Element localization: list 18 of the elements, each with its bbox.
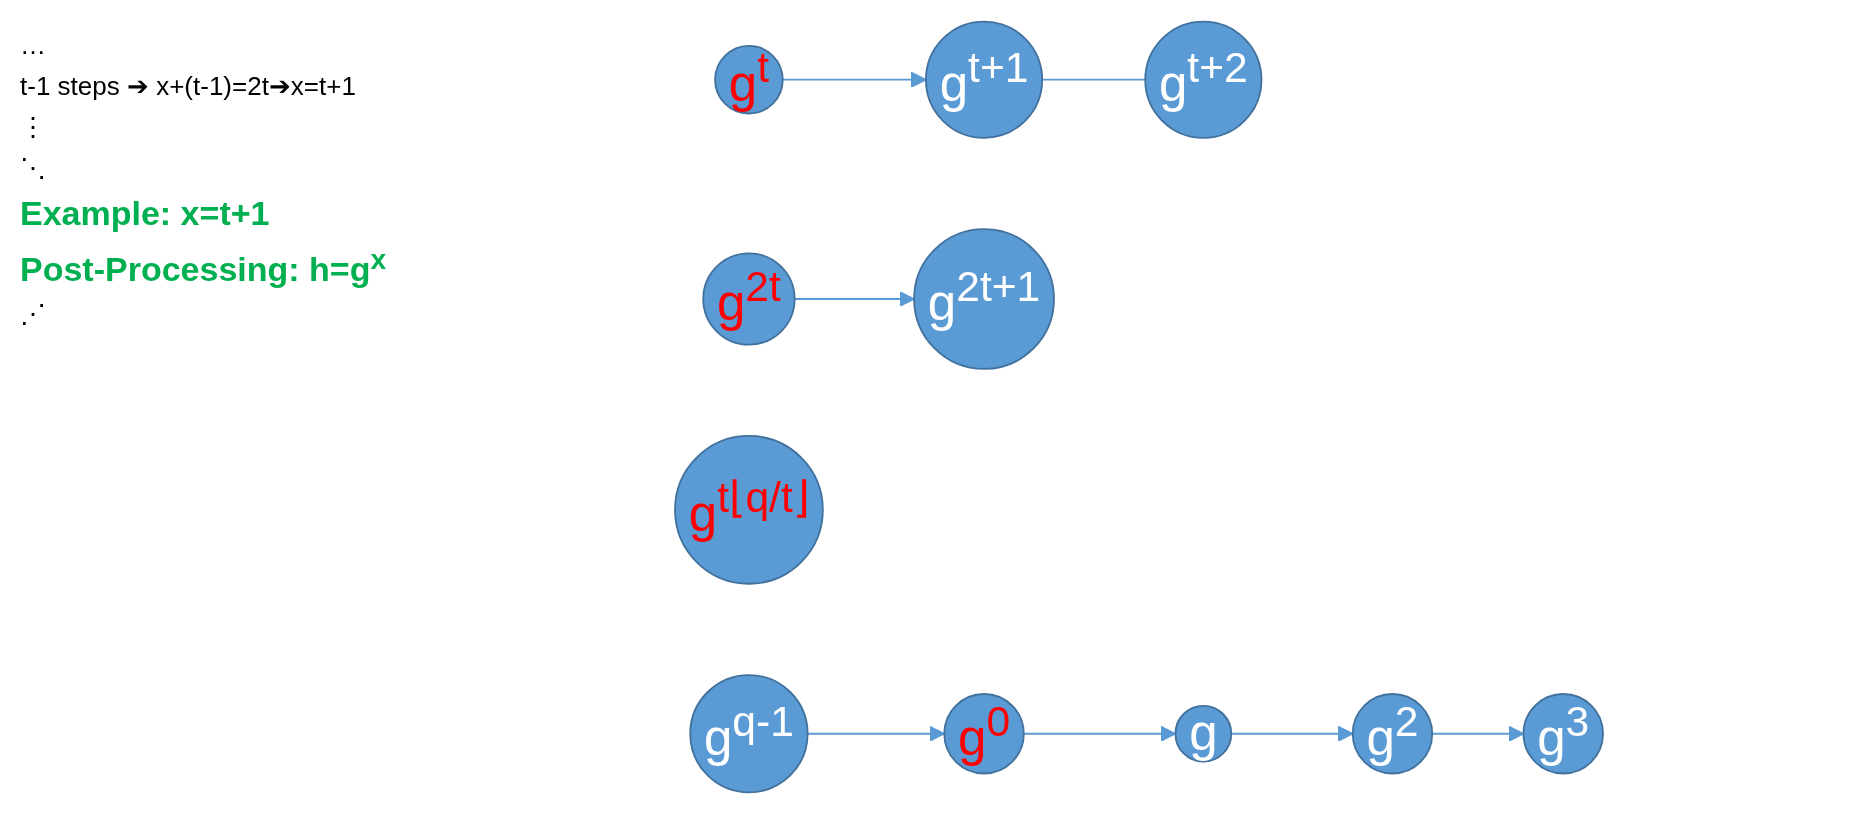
- annotation-text: t-1 steps ➔ x+(t-1)=2t➔x=t+1: [20, 71, 357, 102]
- node-circle: g$^{t+1}$: [925, 20, 1044, 139]
- node-circle: g$^{t+2}$: [1144, 20, 1263, 139]
- node-circle: g$^{q-1}$: [689, 674, 809, 794]
- example-note: Example: x=t+1: [20, 194, 271, 233]
- ellipsis-mark: ⋰: [20, 299, 47, 331]
- node-circle: g$^{3}$: [1522, 693, 1604, 775]
- node-circle: g$^{2t}$: [702, 252, 796, 346]
- node-circle: g: [1174, 704, 1233, 763]
- ellipsis-mark: ⋱: [20, 153, 47, 184]
- node-circle: g$^{2}$: [1351, 693, 1434, 775]
- ellipsis-mark: …: [20, 30, 47, 61]
- node-circle: g$^{t}$: [714, 44, 784, 115]
- node-circle: g$^{2t+1}$: [913, 228, 1055, 370]
- node-circle: g$^{t⌊q/t⌋}$: [674, 435, 824, 585]
- node-circle: g$^{0}$: [943, 693, 1025, 775]
- example-note: Post-Processing: h=g$^{x}$: [20, 243, 388, 290]
- ellipsis-mark: ⋮: [20, 112, 47, 143]
